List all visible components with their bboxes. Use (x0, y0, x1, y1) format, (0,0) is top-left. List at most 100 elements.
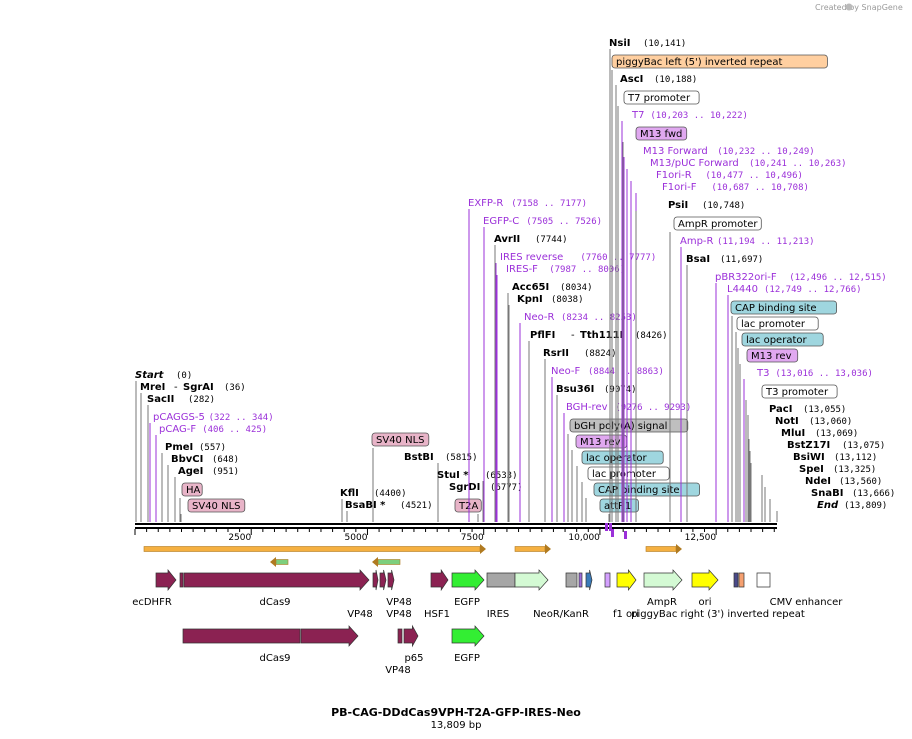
label-neor[interactable]: Neo-R(8234 .. 8253) (524, 312, 637, 323)
feature-dcas9-row2b[interactable] (300, 625, 359, 647)
feature-small-1[interactable] (578, 572, 583, 588)
label-noti[interactable]: NotI(13,060) (775, 416, 852, 427)
label-m13rev1[interactable]: M13 rev (575, 434, 628, 449)
label-cap1[interactable]: CAP binding site (593, 482, 700, 497)
feature-egfp[interactable] (451, 569, 485, 591)
label-ha[interactable]: HA (181, 482, 203, 497)
feature-vp48-row2[interactable] (403, 624, 419, 648)
label-bghrev[interactable]: BGH-rev(9276 .. 9293) (566, 402, 691, 413)
arrow-short-1[interactable] (514, 544, 551, 554)
feature-cmv-enhancer[interactable] (756, 572, 771, 588)
label-pcagf[interactable]: pCAG-F(406 .. 425) (159, 424, 267, 435)
label-sv40nls2[interactable]: SV40 NLS (371, 432, 430, 447)
label-bgh[interactable]: bGH poly(A) signal (569, 418, 689, 433)
label-lacop2[interactable]: lac operator (741, 332, 824, 347)
feature-pb-right-2[interactable] (738, 572, 745, 588)
label-bbvci[interactable]: BbvCI(648) (171, 454, 239, 465)
arrow-cag-promoter[interactable] (143, 544, 486, 554)
feature-hsf1[interactable] (430, 568, 449, 592)
label-box-sv40nls2 (371, 432, 430, 447)
label-coord-asci: (10,188) (654, 75, 697, 85)
label-start[interactable]: Start(0) (135, 370, 192, 381)
feature-neor[interactable] (514, 569, 549, 591)
label-bsiwi[interactable]: BsiWI(13,112) (793, 452, 877, 463)
label-kpni[interactable]: KpnI(8038) (517, 294, 584, 305)
label-lacprom2[interactable]: lac promoter (736, 316, 819, 331)
label-sacii[interactable]: SacII(282) (147, 394, 215, 405)
feature-vp48-3[interactable] (387, 569, 395, 591)
label-paci[interactable]: PacI(13,055) (769, 404, 846, 415)
label-ampr[interactable]: Amp-R(11,194 .. 11,213) (680, 236, 815, 247)
label-spei[interactable]: SpeI(13,325) (799, 464, 876, 475)
label-t3prom[interactable]: T3 promoter (761, 384, 838, 399)
label-kfli[interactable]: KflI(4400) (340, 488, 407, 499)
label-asci[interactable]: AscI(10,188) (620, 74, 697, 85)
label-attr1[interactable]: attR1 (599, 498, 639, 513)
feature-ori[interactable] (691, 569, 719, 591)
label-pbleft[interactable]: piggyBac left (5') inverted repeat (611, 54, 828, 69)
feature-vp48-1[interactable] (372, 569, 379, 591)
label-snabi[interactable]: SnaBI(13,666) (811, 488, 895, 499)
label-t7prom[interactable]: T7 promoter (623, 90, 700, 105)
arrow-reverse-1[interactable] (270, 557, 289, 567)
label-sv40nls1[interactable]: SV40 NLS (187, 498, 246, 513)
label-pflfi[interactable]: PflFI-Tth111I(8426) (530, 330, 668, 341)
feature-p65[interactable] (397, 628, 403, 644)
label-ndei[interactable]: NdeI(13,560) (805, 476, 882, 487)
feature-ires[interactable] (486, 572, 516, 588)
label-nsii[interactable]: NsiI(10,141) (609, 38, 686, 49)
label-t3[interactable]: T3(13,016 .. 13,036) (756, 368, 873, 379)
label-f1orif[interactable]: F1ori-F(10,687 .. 10,708) (662, 182, 809, 193)
feature-vp48-2[interactable] (379, 569, 387, 591)
label-bsu36i[interactable]: Bsu36I(9074) (556, 384, 637, 395)
feature-pb-right-1[interactable] (733, 572, 739, 588)
label-sgrdi[interactable]: SgrDI(6777) (449, 482, 523, 493)
label-mlui[interactable]: MluI(13,069) (781, 428, 858, 439)
label-bsai[interactable]: BsaI(11,697) (686, 254, 763, 265)
label-egfpc[interactable]: EGFP-C(7505 .. 7526) (483, 216, 602, 227)
feature-egfp-row2[interactable] (451, 625, 485, 647)
label-m13forward[interactable]: M13 Forward(10,232 .. 10,249) (643, 146, 815, 157)
feature-dcas9-row2[interactable] (182, 628, 301, 644)
label-pbr322[interactable]: pBR322ori-F(12,496 .. 12,515) (715, 272, 887, 283)
label-t7[interactable]: T7(10,203 .. 10,222) (631, 110, 748, 121)
feature-f1-ori[interactable] (616, 568, 637, 592)
label-m13puc[interactable]: M13/pUC Forward(10,241 .. 10,263) (650, 158, 847, 169)
feature-small-2[interactable] (585, 569, 593, 591)
feature-bgh[interactable] (565, 572, 578, 588)
label-m13fwd[interactable]: M13 fwd (635, 126, 688, 141)
label-stui[interactable]: StuI *(6533) (437, 470, 518, 481)
feature-small-3[interactable] (604, 572, 611, 588)
arrow-short-2[interactable] (645, 544, 682, 554)
feature-label-ires: IRES (487, 609, 510, 620)
label-avrii[interactable]: AvrII(7744) (494, 234, 568, 245)
label-end[interactable]: End(13,809) (817, 500, 887, 511)
label-f1orir[interactable]: F1ori-R(10,477 .. 10,496) (656, 170, 803, 181)
label-iresf[interactable]: IRES-F(7987 .. 8006) (506, 264, 625, 275)
feature-dcas9[interactable] (183, 569, 370, 591)
label-pcaggs5[interactable]: pCAGGS-5(322 .. 344) (153, 412, 274, 423)
label-psii[interactable]: PsiI(10,748) (668, 200, 745, 211)
feature-ampr[interactable] (643, 569, 683, 591)
label-iresrev[interactable]: IRES reverse(7760 .. 7777) (500, 252, 656, 263)
label-exfpr[interactable]: EXFP-R(7158 .. 7177) (468, 198, 587, 209)
label-lacprom1[interactable]: lac promoter (587, 466, 670, 481)
label-t2a[interactable]: T2A (454, 498, 482, 513)
label-rsrii[interactable]: RsrII(8824) (543, 348, 617, 359)
arrow-reverse-2[interactable] (372, 557, 401, 567)
feature-ecdhfr[interactable] (155, 569, 177, 591)
label-pmei[interactable]: PmeI(557) (165, 442, 226, 453)
label-acc65i[interactable]: Acc65I(8034) (512, 282, 593, 293)
label-agei[interactable]: AgeI(951) (178, 466, 239, 477)
label-ampprom[interactable]: AmpR promoter (673, 216, 762, 231)
label-l4440[interactable]: L4440(12,749 .. 12,766) (727, 284, 862, 295)
label-bstz17i[interactable]: BstZ17I(13,075) (787, 440, 885, 451)
feature-ha-seg[interactable] (179, 572, 184, 588)
label-bsabi[interactable]: BsaBI *(4521) (345, 500, 433, 511)
label-mrei[interactable]: MreI-SgrAI(36) (140, 382, 246, 393)
label-neof[interactable]: Neo-F(8844 .. 8863) (551, 366, 664, 377)
label-m13rev2[interactable]: M13 rev (746, 348, 799, 363)
label-bstbi[interactable]: BstBI(5815) (404, 452, 478, 463)
label-cap2[interactable]: CAP binding site (730, 300, 837, 315)
label-coord-bstz17i: (13,075) (842, 441, 885, 451)
